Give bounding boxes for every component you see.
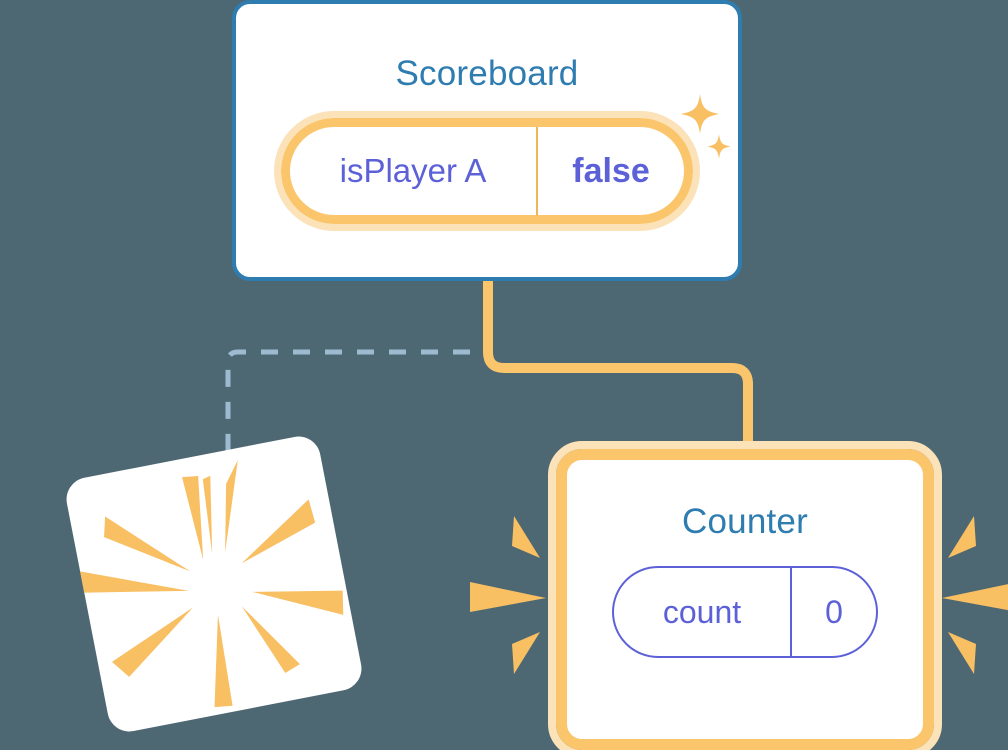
- counter-state-value: 0: [790, 568, 876, 656]
- connector-solid-to-counter-card: [483, 280, 753, 460]
- connector-dashed-to-tilted-card: [225, 349, 470, 482]
- burst-ray: [111, 607, 194, 677]
- scoreboard-state-key: isPlayer A: [339, 152, 487, 189]
- counter-state-key: count: [662, 593, 742, 630]
- scoreboard-title: Scoreboard: [395, 54, 579, 93]
- card-scoreboard[interactable]: Scoreboard isPlayer A false: [232, 0, 742, 281]
- burst-ray: [202, 475, 213, 554]
- counter-state-pill[interactable]: count 0: [612, 566, 878, 658]
- burst-ray: [214, 614, 233, 708]
- burst-ray: [104, 516, 191, 572]
- counter-title: Counter: [682, 502, 808, 541]
- burst-ray: [71, 569, 189, 593]
- card-tilted-blank[interactable]: [62, 432, 366, 736]
- burst-ray: [182, 476, 204, 560]
- burst-ray: [241, 606, 300, 674]
- scoreboard-state-row-wrap: isPlayer A false: [236, 94, 738, 231]
- tilted-card-burst: [71, 460, 344, 708]
- counter-state-row-wrap: count 0: [567, 542, 923, 658]
- burst-ray: [252, 590, 344, 615]
- burst-ray: [241, 499, 316, 564]
- card-counter[interactable]: Counter count 0: [548, 441, 942, 750]
- scoreboard-state-pill[interactable]: isPlayer A false: [274, 111, 700, 231]
- burst-ray: [225, 460, 238, 553]
- scoreboard-state-value: false: [536, 127, 684, 215]
